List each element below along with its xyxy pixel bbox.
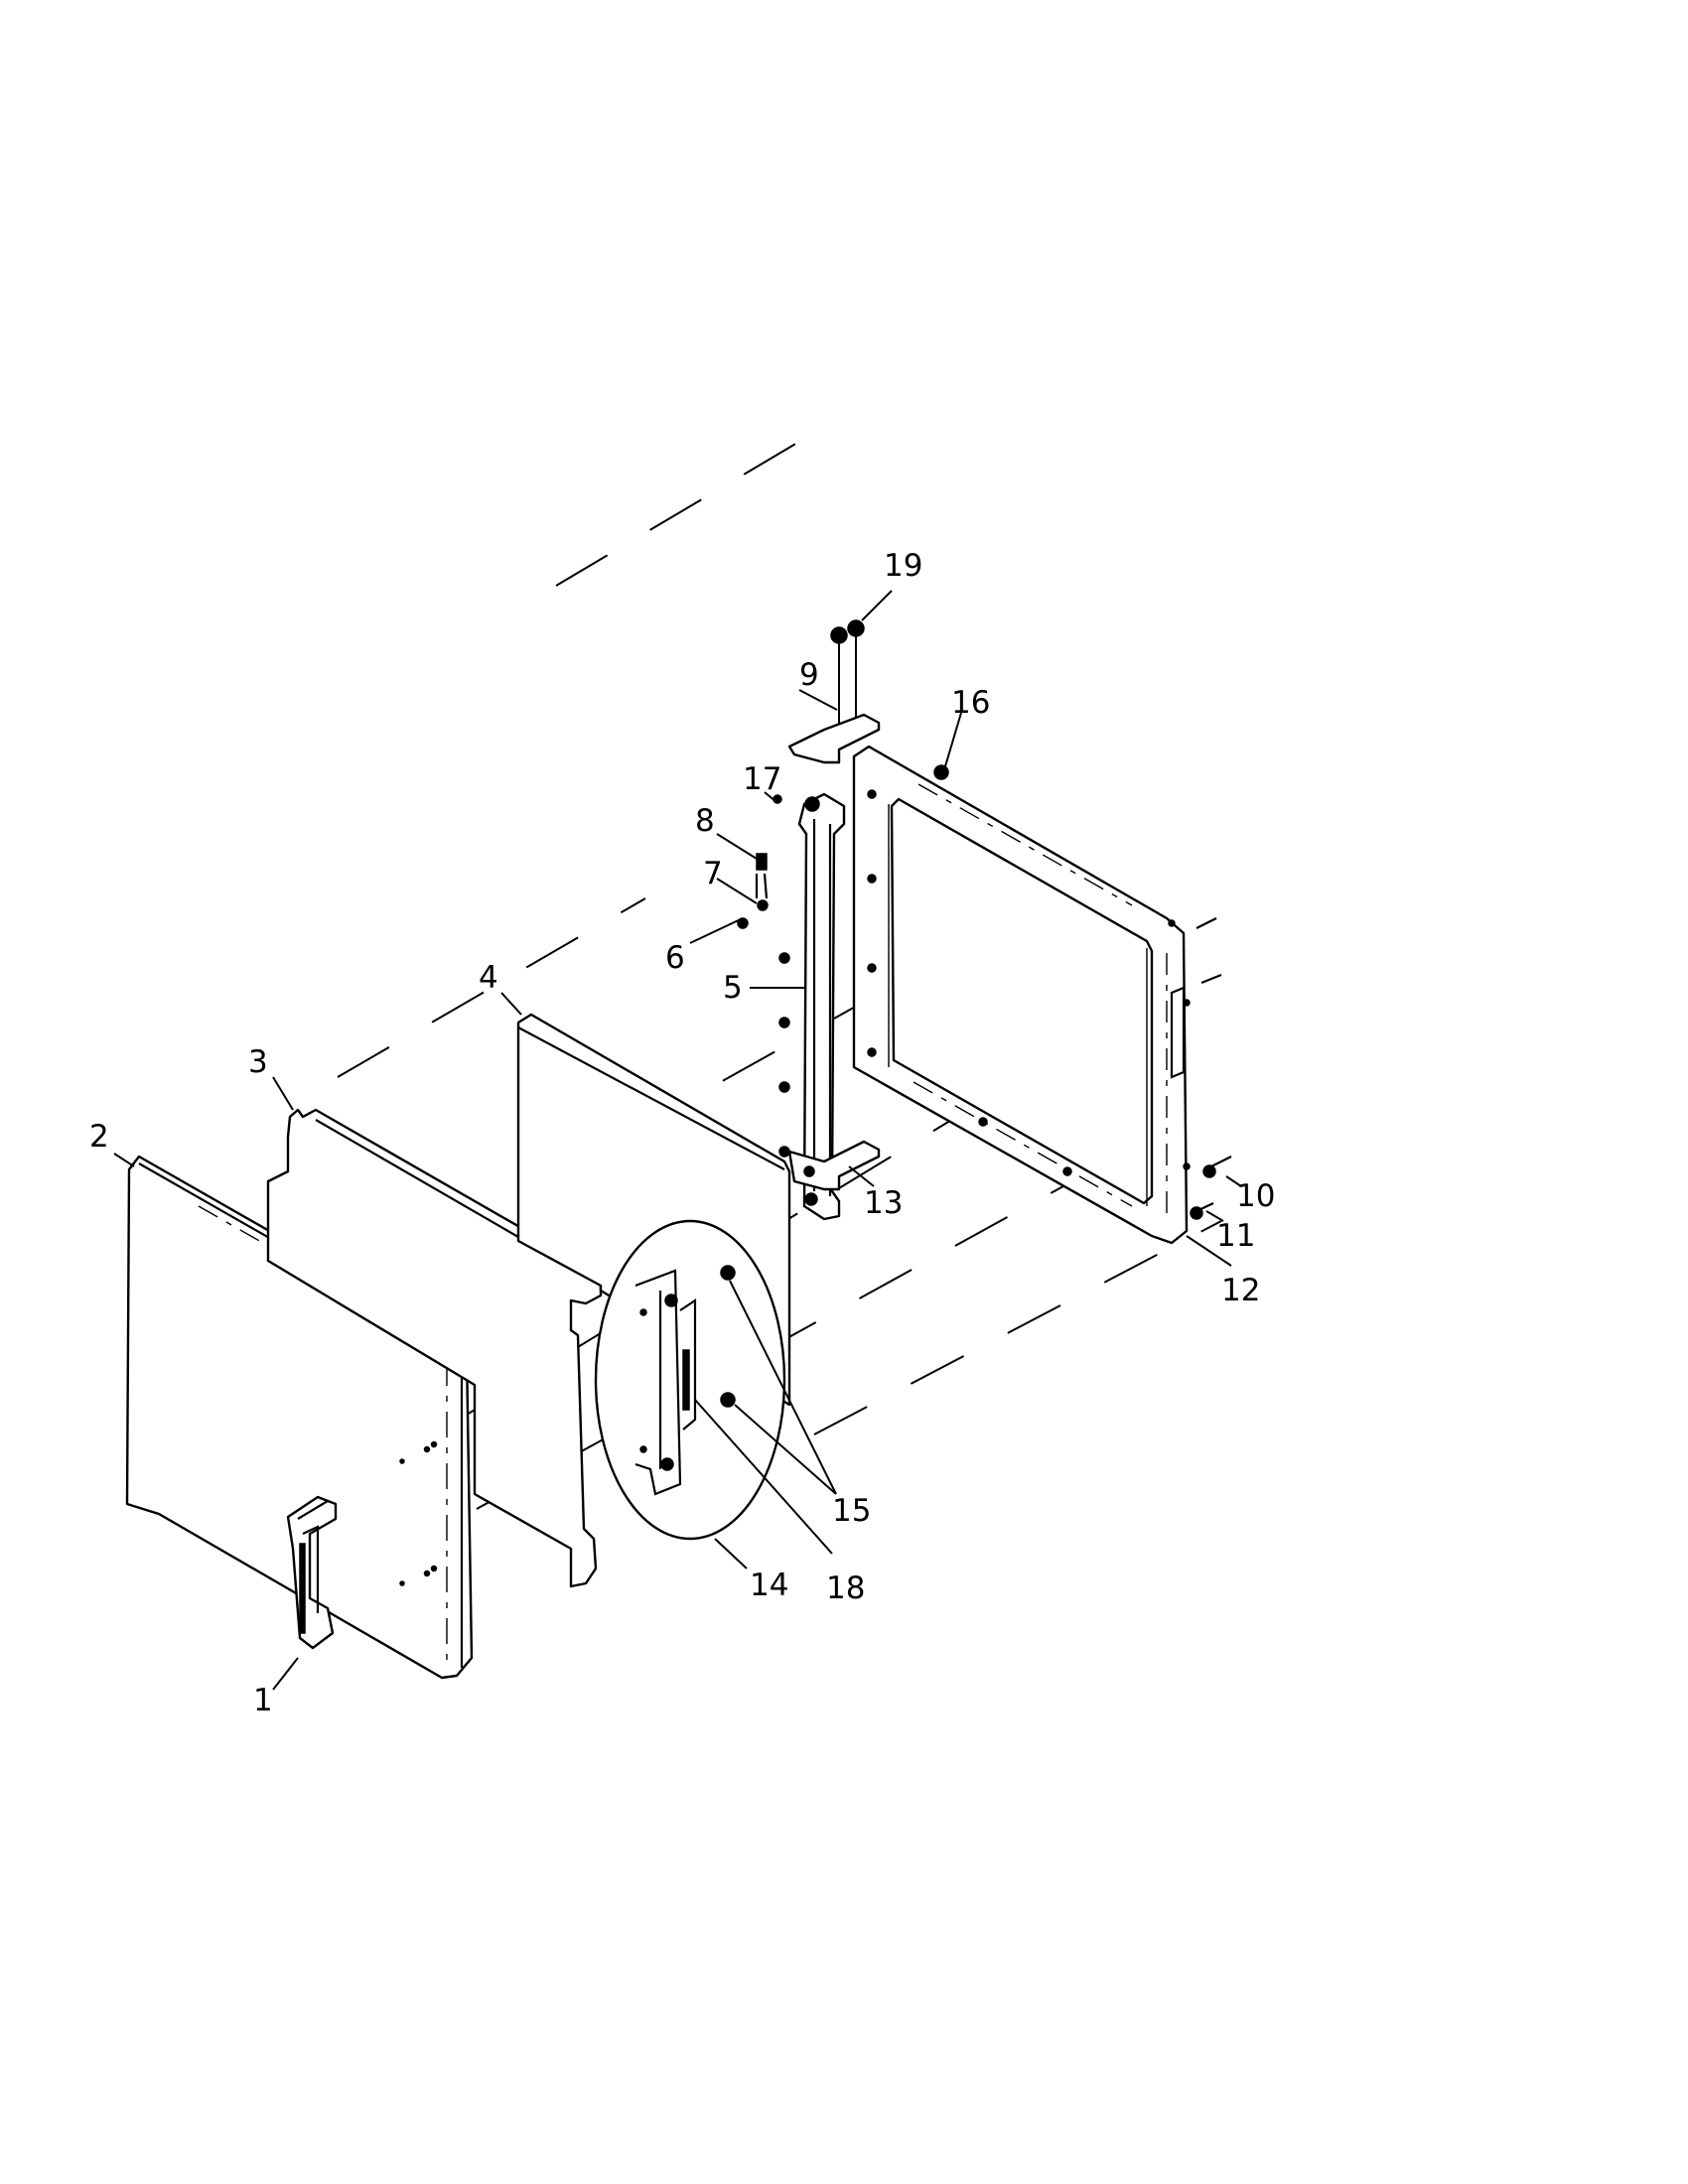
door-handle [286, 1495, 338, 1650]
callout-leaders [113, 590, 1242, 1691]
callout-1: 1 [253, 1683, 273, 1718]
spring-hardware [737, 794, 782, 929]
hinge-bracket [778, 792, 846, 1221]
upper-hinge-plate [787, 619, 881, 764]
callout-6: 6 [665, 940, 685, 976]
callout-12: 12 [1221, 1273, 1260, 1308]
callout-labels: 1 2 3 4 5 6 7 8 9 10 11 12 13 14 15 16 1… [89, 548, 1275, 1718]
callout-10: 10 [1236, 1178, 1275, 1214]
callout-4: 4 [479, 960, 498, 996]
callout-13: 13 [864, 1185, 903, 1221]
callout-8: 8 [695, 803, 715, 839]
latch-detail-circle [594, 1219, 786, 1541]
callout-3: 3 [248, 1044, 268, 1080]
callout-16: 16 [951, 685, 990, 721]
lower-hinge-plate [787, 1140, 881, 1191]
door-frame [852, 745, 1191, 1245]
callout-9: 9 [799, 657, 819, 693]
frame-screws [933, 764, 1232, 1220]
callout-2: 2 [89, 1119, 109, 1155]
callout-19: 19 [884, 548, 922, 584]
callout-14: 14 [750, 1568, 788, 1603]
callout-11: 11 [1216, 1218, 1255, 1254]
callout-7: 7 [703, 856, 723, 891]
callout-5: 5 [723, 970, 743, 1006]
callout-18: 18 [826, 1570, 865, 1606]
callout-15: 15 [832, 1493, 871, 1529]
callout-17: 17 [743, 761, 781, 797]
